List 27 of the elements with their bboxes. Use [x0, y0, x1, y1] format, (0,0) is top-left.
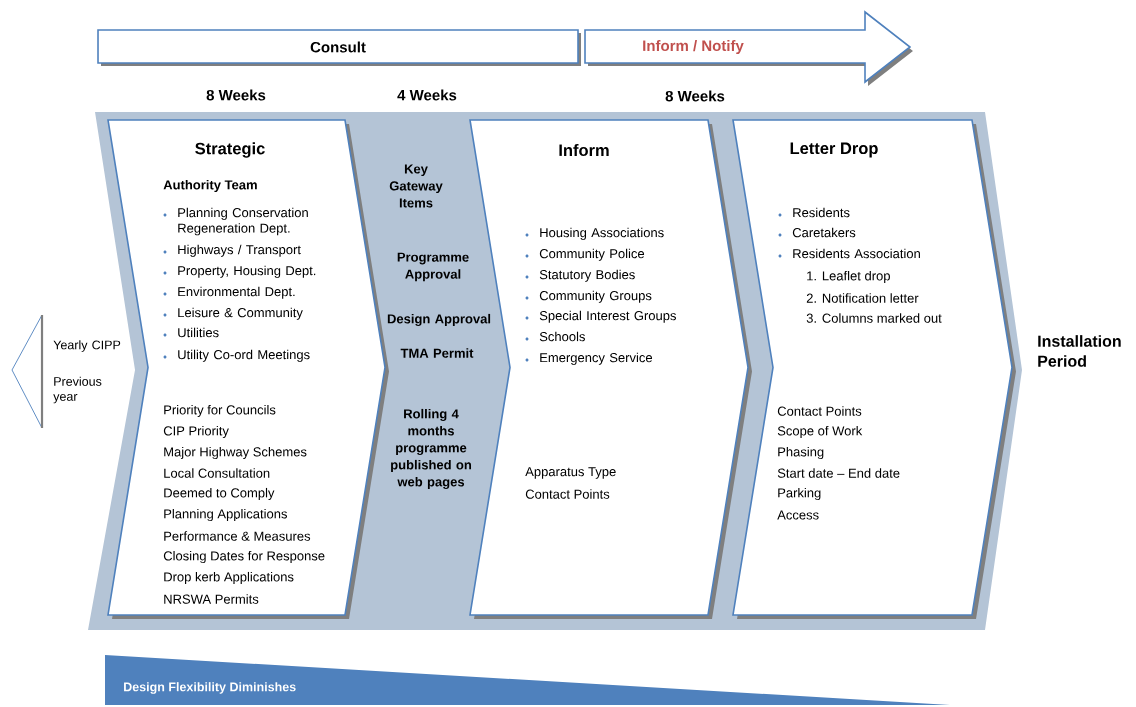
list-item: 1. Leaflet drop — [807, 270, 890, 284]
bullet-item: Caretakers — [778, 227, 856, 238]
duration-label: 8 Weeks — [665, 90, 725, 102]
bullet-item: Residents — [778, 207, 850, 218]
list-item: Start date – End date — [777, 468, 900, 478]
stage-label: Consult — [310, 41, 366, 53]
gateway-item: Design Approval — [387, 313, 491, 327]
panel-heading: Letter Drop — [790, 142, 878, 158]
wedge-label: Design Flexibility Diminishes — [124, 682, 296, 694]
gateway-item: Key Gateway Items — [389, 164, 443, 208]
duration-label: 8 Weeks — [206, 89, 266, 101]
list-item: 2. Notification letter — [806, 293, 919, 303]
end-label: Installation Period — [1038, 335, 1121, 367]
gateway-item: TMA Permit — [400, 348, 474, 358]
side-label: Yearly CIPP — [53, 340, 121, 352]
gateway-item: Rolling 4 months programme published on web pages — [391, 408, 471, 490]
gateway-item: Programme Approval — [397, 252, 469, 282]
list-item: Access — [777, 510, 819, 520]
bullet-item: Residents Association — [778, 248, 920, 259]
duration-label: 4 Weeks — [397, 89, 457, 101]
list-item: Phasing — [778, 446, 824, 460]
side-label: Previous year — [53, 376, 102, 404]
list-item: Scope of Work — [777, 425, 863, 439]
list-item: Parking — [778, 487, 821, 501]
stage-label: Inform / Notify — [643, 40, 744, 54]
list-item: 3. Columns marked out — [806, 313, 942, 323]
list-item: Contact Points — [777, 406, 862, 416]
